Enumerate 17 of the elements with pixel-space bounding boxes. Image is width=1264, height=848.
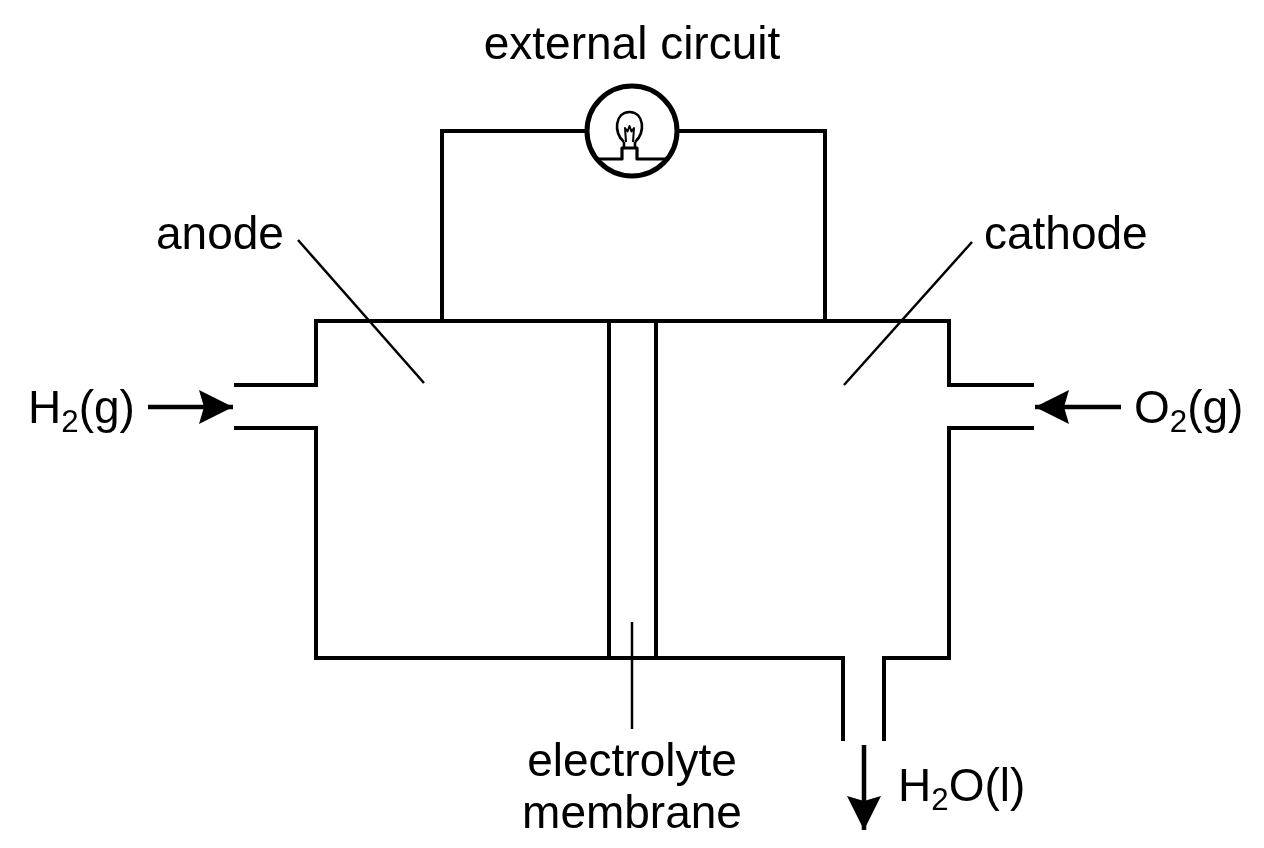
- flow-arrow: [847, 745, 881, 830]
- leader-line: [297, 239, 425, 384]
- circuit-wire: [677, 129, 827, 321]
- leader-line: [630, 622, 634, 729]
- circuit-label: external circuit: [483, 17, 781, 69]
- part-label: anode: [156, 207, 284, 259]
- membrane-strip: [607, 319, 658, 660]
- part-label: electrolyte membrane: [519, 734, 745, 838]
- flow-arrow: [1035, 390, 1121, 424]
- part-label: cathode: [984, 207, 1148, 259]
- flow-arrow: [148, 390, 233, 424]
- edge-label: H$_{2}$O(l): [898, 759, 1026, 811]
- circuit-wire: [440, 129, 587, 321]
- gas-label: H$_{2}$(g): [28, 381, 135, 433]
- gas-label: O$_{2}$(g): [1134, 381, 1244, 433]
- leader-line: [843, 241, 973, 386]
- lamp-symbol: [584, 83, 680, 179]
